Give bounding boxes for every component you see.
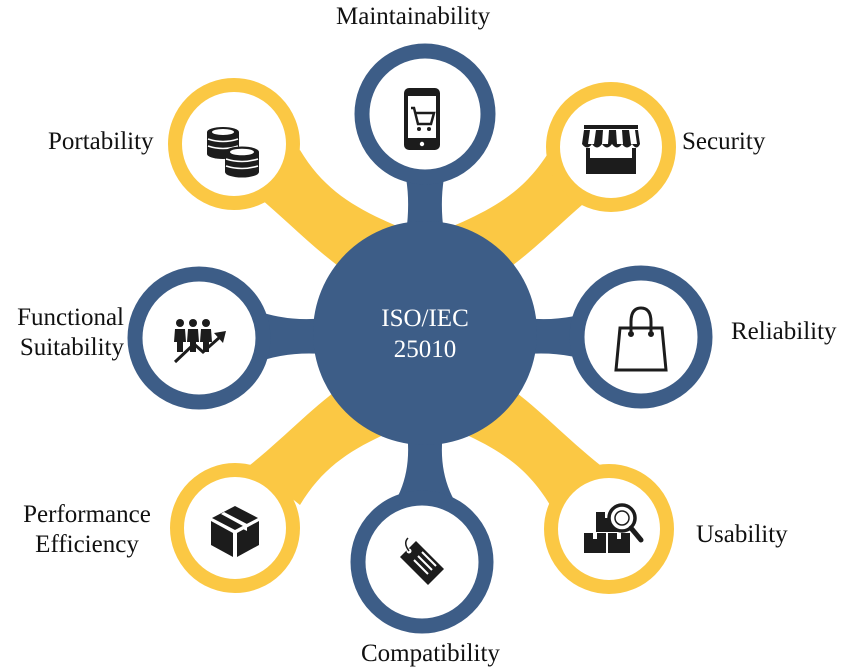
label-performance-line2: Efficiency [35,531,139,558]
label-maintainability: Maintainability [336,3,491,30]
central-hub [313,221,537,445]
label-portability: Portability [48,128,154,155]
label-compatibility: Compatibility [361,640,500,667]
label-functional-suitability: Functional Suitability [0,303,124,363]
center-title-line2: 25010 [393,336,457,363]
label-usability: Usability [696,521,788,548]
reliability-node [569,265,713,409]
functional-suitability-node [127,266,271,410]
label-performance-efficiency: Performance Efficiency [10,500,164,560]
center-title-line1: ISO/IEC [381,305,469,332]
label-reliability: Reliability [731,318,837,345]
package-box-icon [211,506,259,557]
coin-stacks-icon [207,127,259,178]
label-functional-line2: Suitability [19,334,124,361]
inventory-search-icon [584,503,644,553]
center-title: ISO/IEC 25010 [345,303,505,365]
storefront-icon [582,125,640,174]
price-tag-icon [400,537,444,585]
team-growth-icon [173,319,226,364]
security-node [546,82,676,212]
label-performance-line1: Performance [23,501,151,528]
mobile-shopping-cart-icon [404,88,440,150]
shopping-bag-icon [614,306,668,372]
label-functional-line1: Functional [17,304,124,331]
label-security: Security [682,128,766,155]
